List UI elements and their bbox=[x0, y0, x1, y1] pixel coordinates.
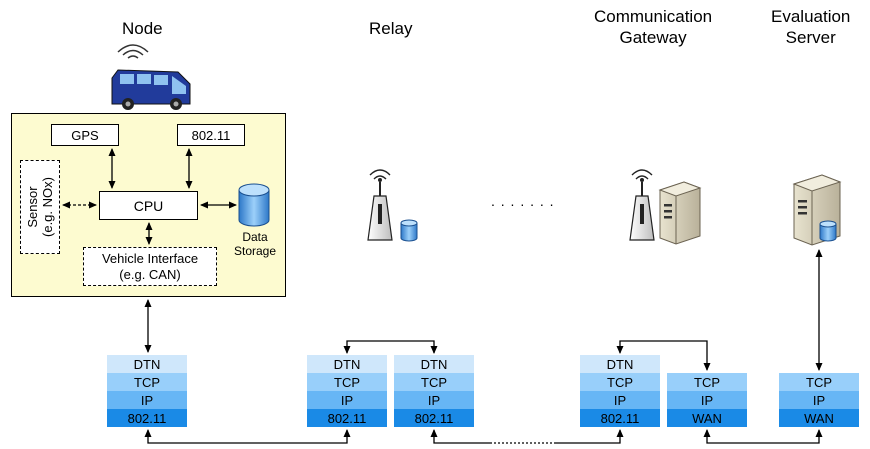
data-storage-icon bbox=[238, 183, 270, 227]
layer-ip: IP bbox=[107, 391, 187, 409]
data-storage-label: Data Storage bbox=[227, 230, 283, 258]
header-gateway: Communication Gateway bbox=[594, 6, 712, 48]
header-relay: Relay bbox=[369, 19, 413, 38]
layer-80211: 802.11 bbox=[107, 409, 187, 427]
layer-tcp: TCP bbox=[667, 373, 747, 391]
layer-80211: 802.11 bbox=[394, 409, 474, 427]
vehicle-interface-line1: Vehicle Interface bbox=[101, 250, 199, 266]
server-storage-icon bbox=[819, 220, 837, 242]
bus-icon bbox=[111, 44, 191, 110]
layer-ip: IP bbox=[307, 391, 387, 409]
ellipsis-dots: . . . . . . . bbox=[491, 193, 555, 209]
layer-tcp: TCP bbox=[580, 373, 660, 391]
layer-wan: WAN bbox=[667, 409, 747, 427]
vehicle-interface-line2: (e.g. CAN) bbox=[119, 266, 181, 282]
node-relay-physical-link bbox=[144, 429, 351, 444]
relay-physical-link bbox=[430, 429, 490, 444]
data-storage-line1: Data bbox=[242, 230, 268, 244]
layer-tcp: TCP bbox=[107, 373, 187, 391]
layer-ip: IP bbox=[394, 391, 474, 409]
layer-tcp: TCP bbox=[779, 373, 859, 391]
layer-dtn: DTN bbox=[107, 355, 187, 373]
gateway-physical-link bbox=[555, 429, 624, 444]
layer-dtn: DTN bbox=[394, 355, 474, 373]
stack-node: DTN TCP IP 802.11 bbox=[107, 355, 187, 427]
layer-80211: 802.11 bbox=[580, 409, 660, 427]
layer-ip: IP bbox=[580, 391, 660, 409]
layer-dtn: DTN bbox=[307, 355, 387, 373]
layer-tcp: TCP bbox=[307, 373, 387, 391]
gateway-access-point-icon bbox=[629, 169, 655, 241]
data-storage-line2: Storage bbox=[233, 244, 277, 258]
layer-ip: IP bbox=[667, 391, 747, 409]
layer-80211: 802.11 bbox=[307, 409, 387, 427]
stack-relay-b: DTN TCP IP 802.11 bbox=[394, 355, 474, 427]
layer-ip: IP bbox=[779, 391, 859, 409]
layer-tcp: TCP bbox=[394, 373, 474, 391]
header-gateway-line1: Communication bbox=[594, 7, 713, 26]
layer-wan: WAN bbox=[779, 409, 859, 427]
wifi-box: 802.11 bbox=[177, 124, 245, 146]
cpu-box: CPU bbox=[99, 191, 198, 220]
stack-relay-a: DTN TCP IP 802.11 bbox=[307, 355, 387, 427]
gateway-dtn-tcp-link bbox=[616, 340, 711, 371]
relay-dtn-link bbox=[343, 340, 438, 354]
relay-access-point-icon bbox=[367, 169, 393, 241]
gateway-server-wan-link bbox=[703, 429, 823, 444]
stack-server: TCP IP WAN bbox=[779, 373, 859, 427]
header-server: Evaluation Server bbox=[771, 6, 850, 48]
header-server-line2: Server bbox=[785, 28, 836, 47]
gateway-server-icon bbox=[658, 181, 702, 245]
header-gateway-line2: Gateway bbox=[619, 28, 687, 47]
stack-gateway-b: TCP IP WAN bbox=[667, 373, 747, 427]
gps-box: GPS bbox=[51, 124, 119, 146]
sensor-box: Sensor (e.g. NOx) bbox=[20, 160, 60, 254]
header-server-line1: Evaluation bbox=[771, 7, 851, 26]
relay-storage-icon bbox=[400, 219, 418, 242]
header-node: Node bbox=[122, 19, 163, 38]
vehicle-interface-box: Vehicle Interface (e.g. CAN) bbox=[83, 247, 217, 286]
